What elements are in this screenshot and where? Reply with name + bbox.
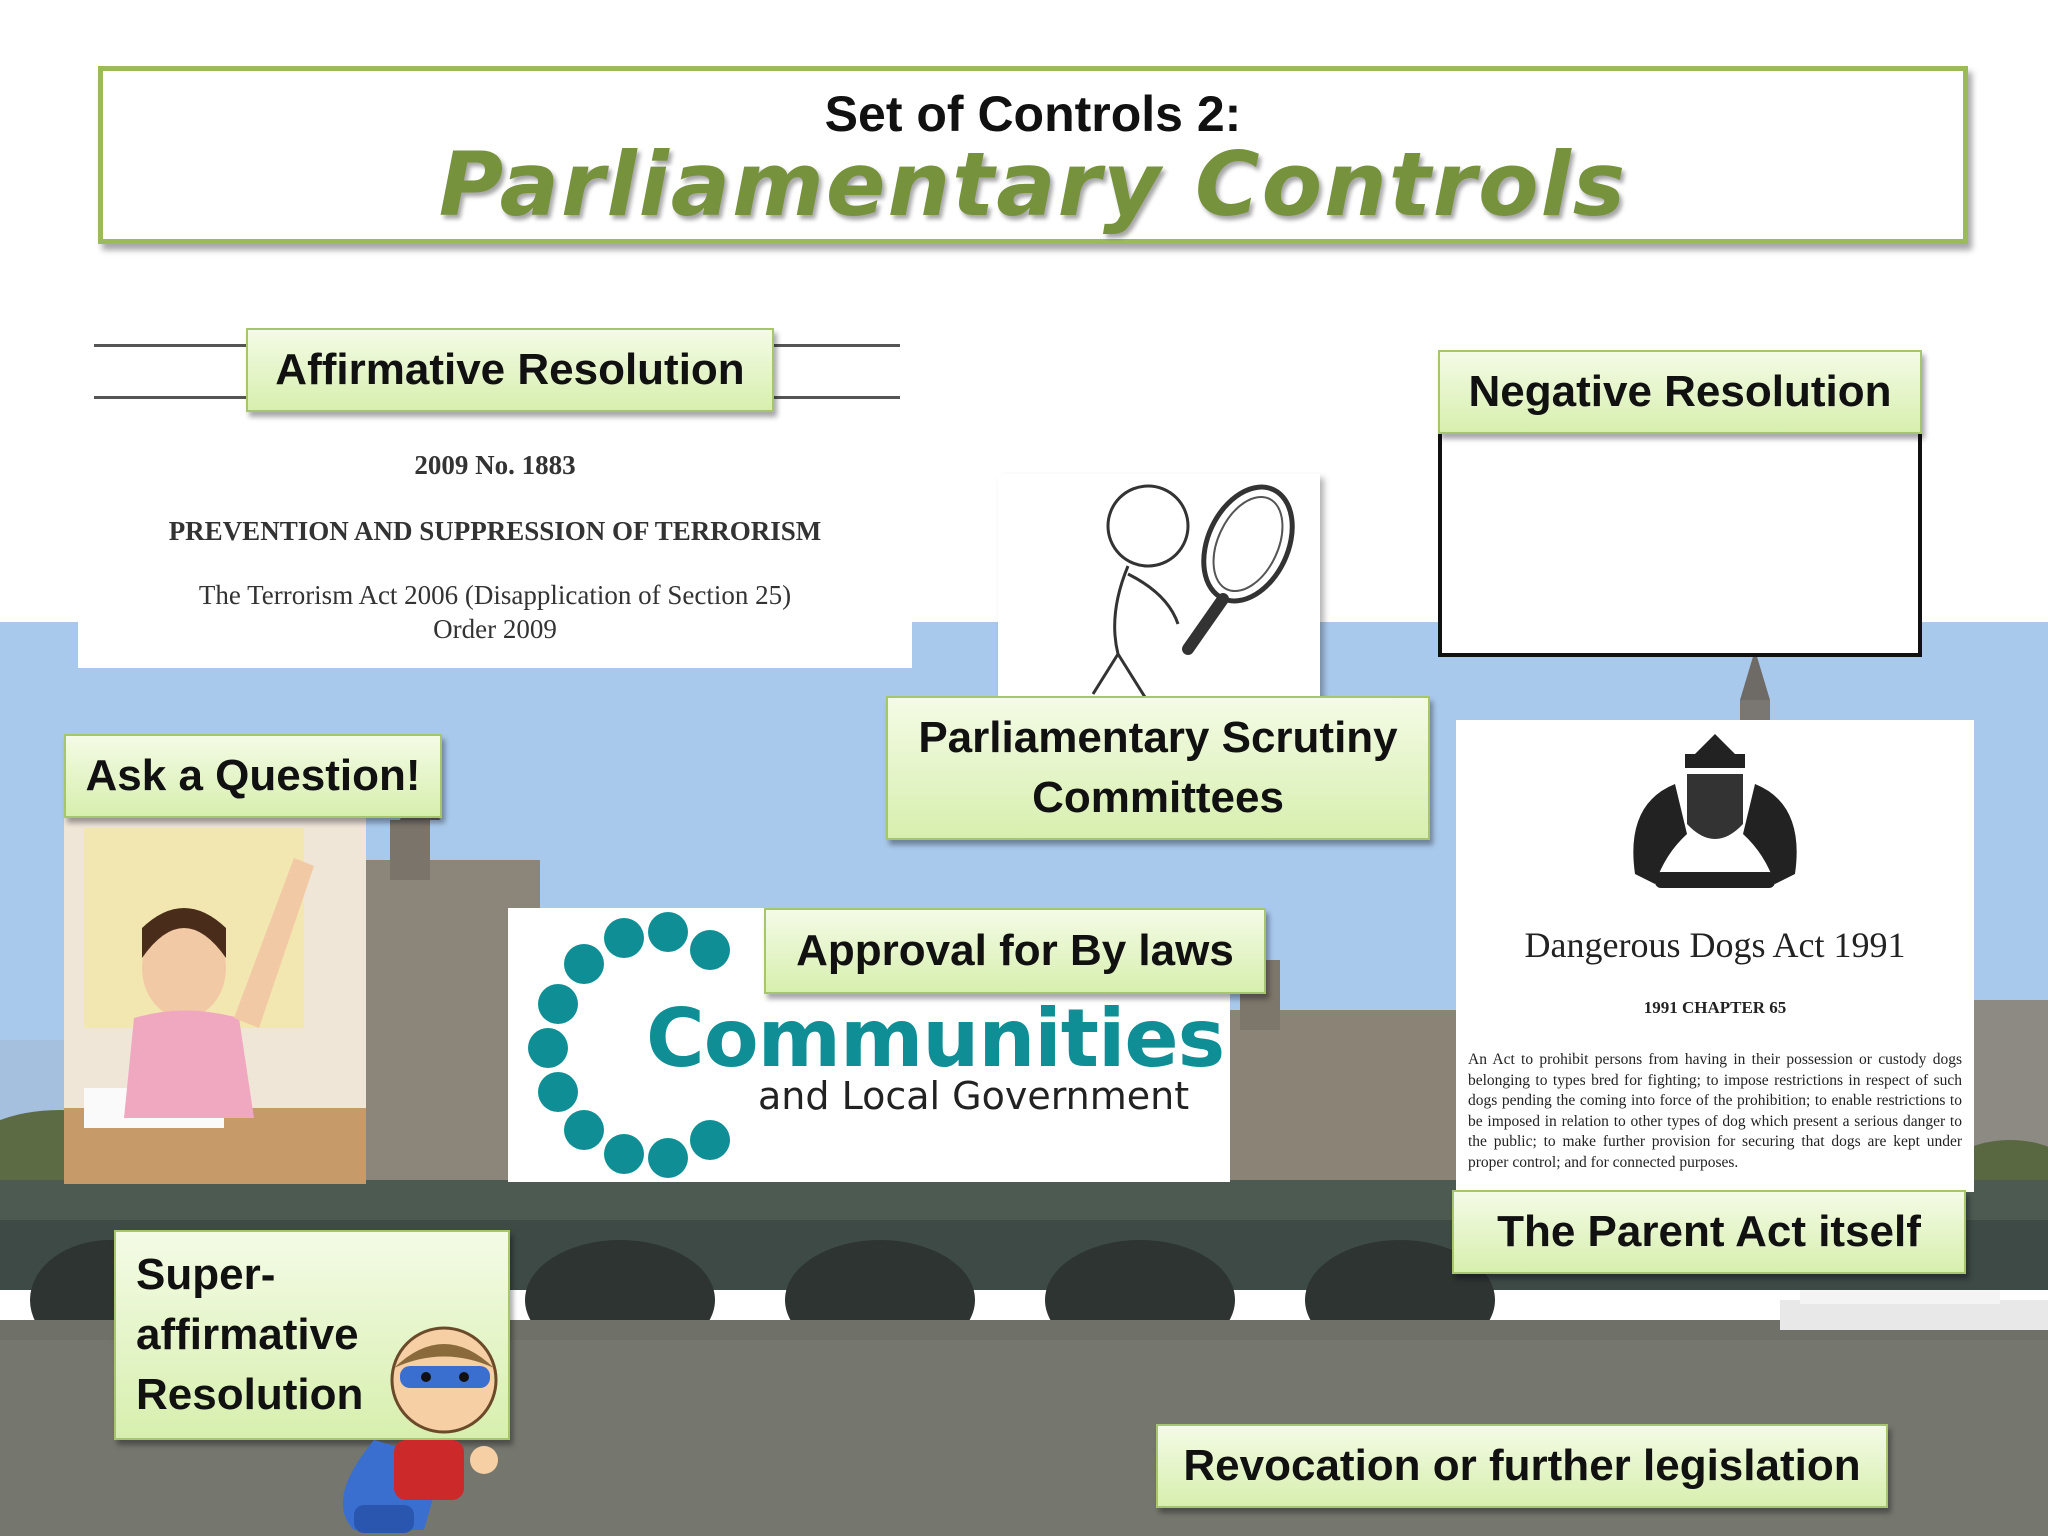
dangerous-dogs-act-document: Dangerous Dogs Act 1991 1991 CHAPTER 65 … bbox=[1456, 720, 1974, 1192]
si-title-line1: The Terrorism Act 2006 (Disapplication o… bbox=[198, 580, 792, 610]
scrutiny-committees-label: Parliamentary Scrutiny Committees bbox=[886, 696, 1430, 840]
royal-coat-of-arms-icon bbox=[1633, 734, 1797, 888]
page-title: Parliamentary Controls bbox=[438, 133, 1628, 236]
revocation-label: Revocation or further legislation bbox=[1156, 1424, 1888, 1508]
parent-act-label: The Parent Act itself bbox=[1452, 1190, 1966, 1274]
dogs-act-title: Dangerous Dogs Act 1991 bbox=[1524, 925, 1906, 965]
negative-resolution-label: Negative Resolution bbox=[1438, 350, 1922, 434]
dogs-act-chapter: 1991 CHAPTER 65 bbox=[1643, 998, 1787, 1017]
ask-question-label: Ask a Question! bbox=[64, 734, 442, 818]
si-title-line2: Order 2009 bbox=[433, 614, 557, 644]
clg-logo-word: Communities bbox=[646, 992, 1225, 1085]
dogs-act-body: An Act to prohibit persons from having i… bbox=[1468, 1051, 1962, 1171]
affirmative-resolution-label: Affirmative Resolution bbox=[246, 328, 774, 412]
superhero-icon bbox=[342, 1326, 498, 1533]
si-heading: PREVENTION AND SUPPRESSION OF TERRORISM bbox=[168, 516, 822, 546]
si-number: 2009 No. 1883 bbox=[414, 450, 576, 480]
magnifier-figure-image bbox=[998, 474, 1320, 706]
title-box: Set of Controls 2: Parliamentary Control… bbox=[98, 66, 1968, 244]
title-subtitle: Set of Controls 2: bbox=[824, 86, 1242, 142]
magnifying-glass-icon bbox=[1091, 484, 1295, 703]
clg-logo-subtitle: and Local Government bbox=[758, 1074, 1190, 1118]
child-raising-hand-image bbox=[64, 818, 366, 1184]
approval-bylaws-label: Approval for By laws bbox=[764, 908, 1266, 994]
dots-logo-icon bbox=[528, 912, 730, 1178]
